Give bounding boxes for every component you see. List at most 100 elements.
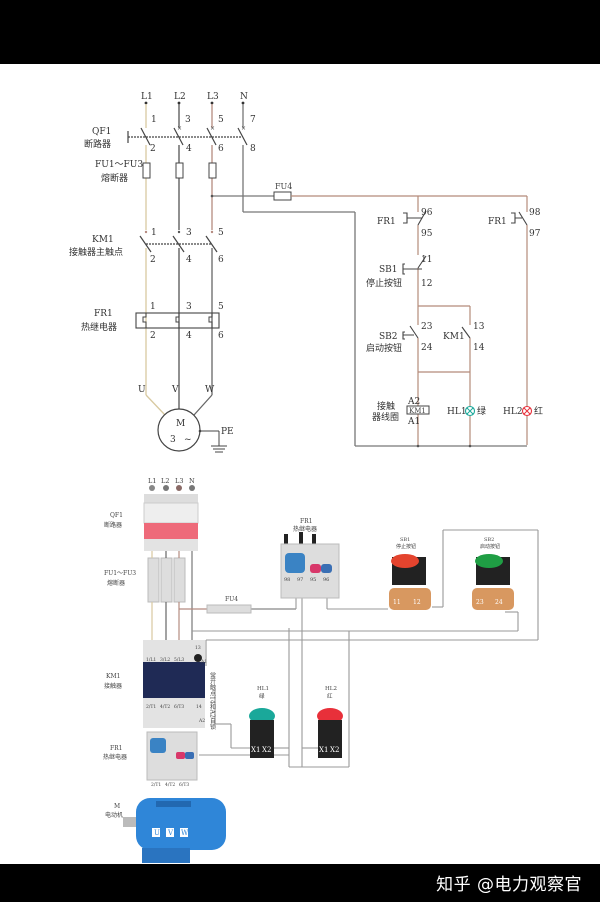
junction-dot — [210, 194, 214, 198]
fr1-no-contact-symbol — [511, 211, 528, 226]
qf1-terminal-4: 4 — [186, 144, 192, 154]
km1-terminal-6: 6 — [218, 255, 224, 265]
qf1-terminal-7: 7 — [250, 115, 256, 125]
fr1-main-name: 热继电器 — [81, 321, 117, 333]
breaker-handles — [144, 523, 198, 539]
green-button-cap — [475, 554, 503, 568]
qf1-terminal-6: 6 — [218, 144, 224, 154]
qf1-terminal-1: 1 — [151, 115, 157, 125]
fr1-nc-contact-symbol — [403, 210, 427, 226]
terminal-dot — [177, 230, 181, 234]
contactor-coil-terminal — [194, 654, 202, 662]
fuse-holder — [147, 557, 160, 603]
fu4-label: FU4 — [275, 182, 292, 191]
sb1-terminal-11: 11 — [421, 255, 432, 265]
sb1-name: 停止按钮 — [366, 277, 402, 289]
km1-main-contacts-symbol — [139, 235, 218, 253]
km1-aux-contact-symbol — [461, 326, 471, 339]
cross-mark: × — [177, 125, 182, 132]
fu4-fuse-symbol — [273, 191, 292, 201]
hl1-terminal-x2: X2 — [262, 746, 271, 754]
wiring-diagram: L1 L2 L3 N QF1 断路器 FU1～FU3 熔断器 — [103, 477, 539, 863]
relay-test-button — [310, 564, 321, 573]
qf1-name: 断路器 — [84, 138, 111, 150]
hl1-label: HL1 — [447, 407, 467, 417]
fu1-fu3-fuses — [142, 162, 217, 179]
km1-terminal-13: 13 — [195, 645, 201, 651]
sb2-label: SB2 — [379, 332, 398, 342]
qf1-terminal-3: 3 — [185, 115, 191, 125]
fr1-terminal-3: 3 — [186, 302, 192, 312]
motor-symbol — [157, 408, 201, 452]
fr1-bottom-terminal-2t1: 2/T1 — [151, 782, 161, 788]
wiring-fr1-bottom-name: 热继电器 — [103, 753, 127, 761]
qf1-terminal-8: 8 — [250, 144, 256, 154]
km1-terminal-4t2: 4/T2 — [160, 704, 170, 710]
fr1-terminal-95: 95 — [310, 577, 316, 583]
fr1-terminal-96: 96 — [323, 577, 329, 583]
phase-label-l2: L2 — [174, 92, 186, 102]
coil-name-line2: 器线圈 — [372, 411, 399, 423]
wiring-phase-labels: L1 L2 L3 N — [148, 477, 195, 485]
sb2-terminal-24: 24 — [495, 599, 503, 606]
wiring-km1-label: KM1 — [106, 673, 120, 680]
motor-base — [142, 848, 190, 863]
fr1-main-label: FR1 — [94, 309, 113, 319]
motor-shaft — [123, 817, 137, 827]
terminal-dot — [210, 230, 214, 234]
km1-aux-label: KM1 — [443, 332, 465, 342]
wiring-motor-name: 电动机 — [105, 811, 123, 819]
km1-terminal-14: 14 — [196, 704, 202, 710]
terminal-dot — [144, 101, 148, 105]
fr1-thermal-relay-device-top — [280, 532, 340, 599]
wiring-sb1-name: 停止按钮 — [396, 543, 416, 550]
sb2-start-push-button-device — [472, 554, 514, 610]
fu4-fuse-device — [206, 604, 252, 614]
wiring-motor-label: M — [114, 803, 120, 810]
wiring-fu13-name: 熔断器 — [107, 579, 125, 587]
km1-aux-terminal-14: 14 — [473, 343, 485, 353]
fu13-name: 熔断器 — [101, 172, 128, 184]
wiring-qf1-label: QF1 — [110, 512, 123, 519]
wiring-fr1-top-label: FR1 — [300, 518, 313, 525]
terminal-screw — [189, 485, 195, 491]
motor-phase-v: V — [171, 385, 179, 395]
motor-device — [123, 798, 226, 863]
relay-pin — [284, 534, 288, 544]
schematic: L1 L2 L3 N — [69, 92, 543, 453]
hl2-red-lamp-device — [317, 708, 343, 758]
button-contact-block — [389, 588, 431, 610]
wiring-km1-name: 接触器 — [104, 682, 122, 690]
phase-label-l3: L3 — [207, 92, 219, 102]
ground-icon — [200, 430, 227, 453]
fr1-terminal-98: 98 — [284, 577, 290, 583]
hl2-terminal-x1: X1 — [319, 746, 328, 754]
km1-terminal-5: 5 — [218, 228, 224, 238]
fr1-nc-terminal-96: 96 — [421, 208, 433, 218]
km1-terminal-3: 3 — [186, 228, 192, 238]
wire-n — [242, 104, 527, 447]
wiring-fr1-top-name: 热继电器 — [293, 525, 317, 533]
relay-reset-dial — [285, 553, 305, 573]
fr1-no-label: FR1 — [488, 217, 507, 227]
km1-terminal-2: 2 — [150, 255, 156, 265]
km1-aux-terminal-13: 13 — [473, 322, 485, 332]
fr1-terminal-1: 1 — [150, 302, 156, 312]
phase-label-n: N — [240, 92, 248, 102]
contactor-top — [143, 640, 205, 662]
top-black-band — [0, 0, 600, 63]
motor-terminal-w: W — [181, 829, 189, 837]
wiring-power-wires — [151, 551, 296, 640]
motor-phase-u: U — [138, 385, 146, 395]
hl1-color-name: 绿 — [477, 405, 486, 417]
junction-dot — [416, 444, 420, 448]
km1-terminal-3l2: 3/L2 — [160, 657, 170, 663]
motor-v-tag — [166, 828, 174, 837]
wiring-fr1-bottom-label: FR1 — [110, 745, 123, 752]
fuse-fu1 — [142, 162, 151, 179]
qf1-terminal-2: 2 — [150, 144, 156, 154]
km1-terminal-5l3: 5/L3 — [174, 657, 184, 663]
km1-terminal-a2: A2 — [198, 718, 205, 724]
qf1-label: QF1 — [92, 127, 111, 137]
phase-label-l1: L1 — [141, 92, 153, 102]
